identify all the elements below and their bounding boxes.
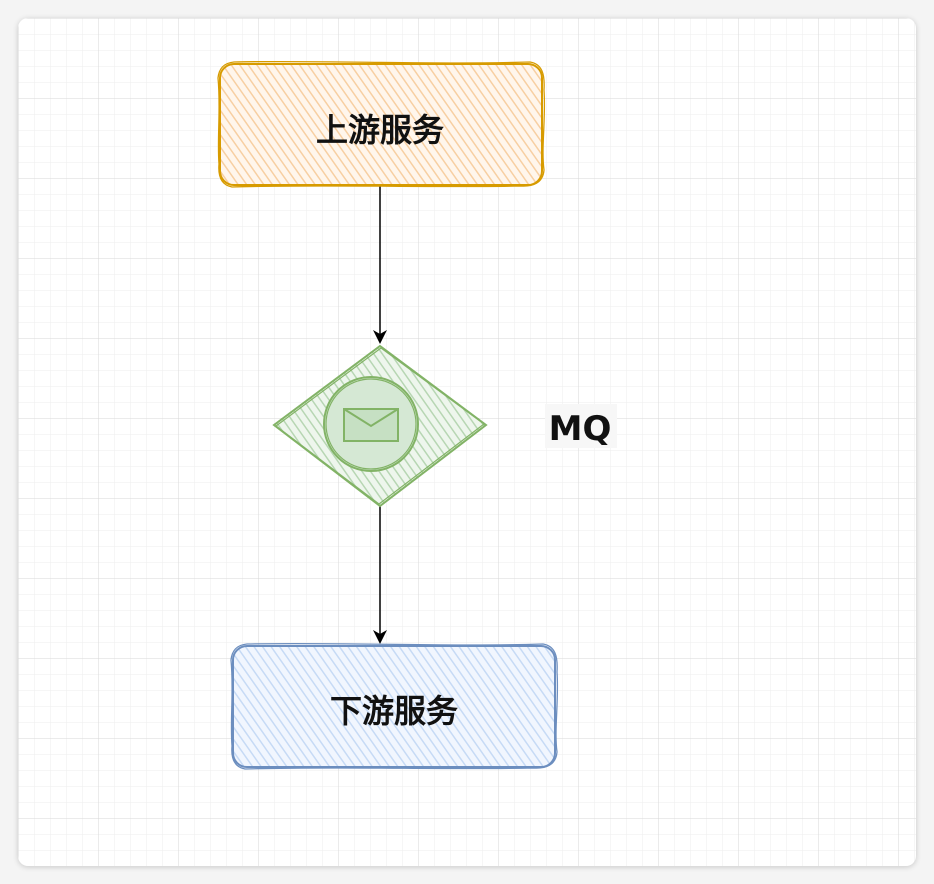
node-upstream[interactable]: 上游服务	[217, 60, 546, 188]
mq-label-background	[545, 404, 617, 448]
node-mq-label: MQ	[549, 409, 612, 449]
node-upstream-label: 上游服务	[316, 111, 444, 149]
node-mq[interactable]	[272, 344, 488, 508]
node-downstream[interactable]: 下游服务	[230, 642, 559, 770]
envelope-icon	[323, 376, 419, 472]
arrowhead-icon	[373, 330, 387, 344]
node-downstream-label: 下游服务	[330, 692, 458, 730]
edge-upstream-to-mq[interactable]	[373, 185, 387, 344]
arrowhead-icon	[373, 630, 387, 644]
diagram-svg: 上游服务 MQ 下游服务	[18, 18, 916, 866]
diagram-canvas: 上游服务 MQ 下游服务	[18, 18, 916, 866]
edge-mq-to-downstream[interactable]	[373, 506, 387, 644]
